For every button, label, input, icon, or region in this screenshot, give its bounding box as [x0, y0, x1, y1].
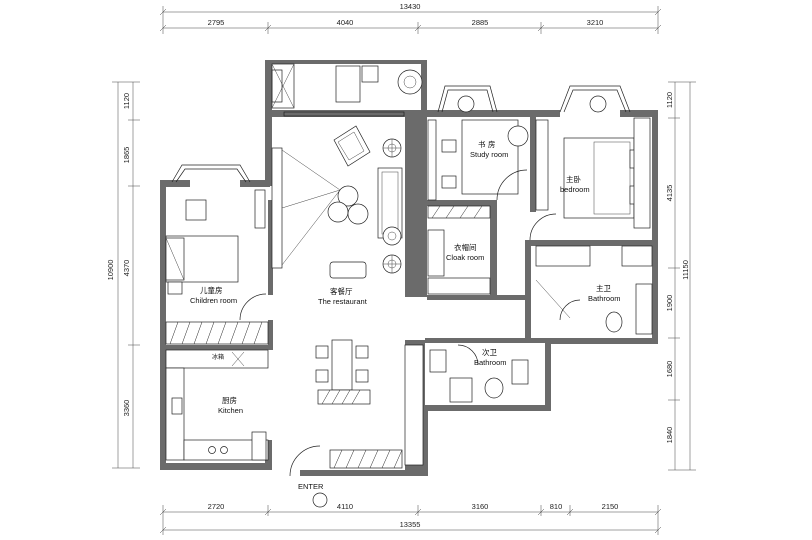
cloakroom-label-zh: 衣帽间	[454, 242, 477, 252]
entry-cabinet	[289, 445, 403, 508]
left-dimension-2: 1865	[122, 147, 131, 164]
master-bath-label-en: Bathroom	[588, 294, 621, 303]
master-bedroom-label-zh: 主卧	[566, 174, 581, 184]
left-dimension-3: 4370	[122, 260, 131, 277]
cloakroom-furniture	[427, 205, 491, 295]
study-label-zh: 书 房	[478, 139, 495, 149]
study-label-en: Study room	[470, 150, 508, 159]
top-dimension-3: 2885	[472, 18, 489, 27]
top-dimension-1: 2795	[208, 18, 225, 27]
children-room-furniture	[165, 199, 269, 345]
top-dimension-2: 4040	[337, 18, 354, 27]
children-room-label-zh: 儿童房	[200, 285, 223, 295]
cloakroom-label-en: Cloak room	[446, 253, 484, 262]
balcony-furniture	[283, 65, 423, 117]
living-room-label-zh: 客餐厅	[330, 286, 353, 296]
right-dimension-4: 1680	[665, 361, 674, 378]
second-bath-furniture	[429, 344, 529, 403]
master-bedroom-label-en: bedroom	[560, 185, 590, 194]
second-bath-label-zh: 次卫	[482, 347, 497, 357]
top-dimension-4: 3210	[587, 18, 604, 27]
kitchen-label-en: Kitchen	[218, 406, 243, 415]
left-dimension-lines	[112, 81, 140, 469]
master-bath-label-zh: 主卫	[596, 283, 611, 293]
bottom-dimension-2: 4110	[337, 502, 353, 511]
left-dimension-4: 3360	[122, 400, 131, 417]
top-dimension-lines	[159, 6, 662, 34]
bottom-dimension-4: 810	[550, 502, 563, 511]
left-dimension-1: 1120	[122, 93, 131, 109]
bottom-dimension-1: 2720	[208, 502, 225, 511]
right-total-dimension: 11150	[681, 260, 690, 280]
master-bedroom-furniture	[529, 117, 651, 241]
right-dimension-lines	[668, 81, 696, 471]
dining-furniture	[315, 339, 424, 466]
living-room-label-en: The restaurant	[318, 297, 368, 306]
living-room-furniture	[254, 125, 403, 279]
master-bath-furniture	[535, 245, 653, 335]
kitchen-furniture	[165, 349, 269, 461]
bottom-dimension-3: 3160	[472, 502, 489, 511]
right-dimension-2: 4135	[665, 185, 674, 202]
kitchen-label-zh: 厨房	[222, 395, 237, 405]
bottom-total-dimension: 13355	[400, 520, 421, 529]
window-bays	[171, 63, 631, 183]
fridge-label: 冰箱	[212, 353, 224, 361]
left-total-dimension: 10900	[106, 260, 115, 281]
right-dimension-1: 1120	[665, 92, 674, 108]
bottom-dimension-5: 2150	[602, 502, 619, 511]
top-total-dimension: 13430	[400, 2, 421, 11]
second-bath-label-en: Bathroom	[474, 358, 507, 367]
right-dimension-3: 1900	[665, 295, 674, 312]
bottom-dimension-lines	[159, 505, 662, 535]
children-room-label-en: Children room	[190, 296, 237, 305]
study-furniture	[427, 95, 607, 201]
entrance-label: ENTER	[298, 482, 324, 491]
right-dimension-5: 1840	[665, 427, 674, 444]
